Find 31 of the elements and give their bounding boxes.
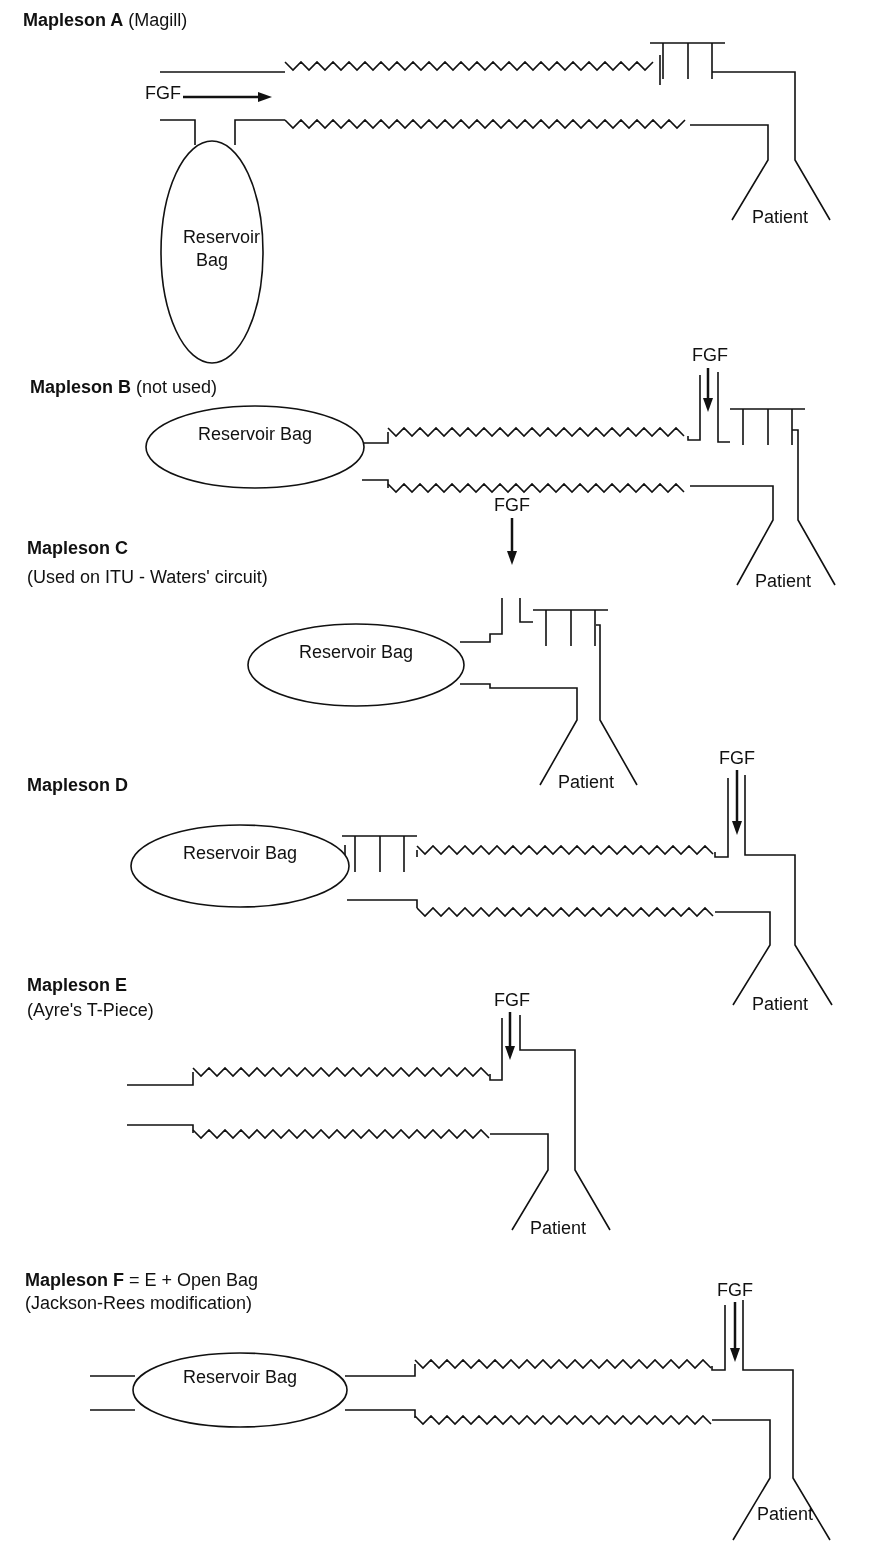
gas-label: FGF [494, 495, 530, 515]
bag-label: Reservoir Bag [196, 423, 313, 446]
gas-label: FGF [494, 990, 530, 1010]
gas-label: FGF [145, 83, 181, 103]
gas-label: FGF [717, 1280, 753, 1300]
reservoir-bag [247, 623, 465, 707]
patient-label: Patient [752, 207, 809, 227]
circuit-title: Mapleson C [27, 538, 128, 558]
reservoir-bag [130, 824, 350, 908]
gas-label: FGF [719, 748, 755, 768]
patient-label: Patient [757, 1504, 814, 1524]
circuit-subtitle: (Jackson-Rees modification) [25, 1293, 253, 1313]
gas-label: FGF [692, 345, 728, 365]
reservoir-bag [132, 1352, 348, 1428]
bag-label: Reservoir Bag [181, 1366, 298, 1389]
patient-label: Patient [752, 994, 809, 1014]
patient-label: Patient [558, 772, 615, 792]
bag-label: Reservoir Bag [181, 842, 298, 865]
circuit-subtitle: (Used on ITU - Waters' circuit) [27, 567, 268, 587]
circuit-title: Mapleson F = E + Open Bag [25, 1270, 259, 1290]
circuit-title: Mapleson B (not used) [30, 377, 218, 397]
bag-label: Reservoir Bag [181, 226, 261, 272]
patient-label: Patient [755, 571, 812, 591]
circuit-title: Mapleson E [27, 975, 128, 995]
patient-label: Patient [530, 1218, 587, 1238]
reservoir-bag [145, 405, 365, 489]
reservoir-bag [160, 140, 264, 364]
bag-label: Reservoir Bag [297, 641, 414, 664]
circuit-subtitle: (Ayre's T-Piece) [27, 1000, 154, 1020]
circuit-title: Mapleson D [27, 775, 128, 795]
circuit-title: Mapleson A (Magill) [23, 10, 188, 30]
